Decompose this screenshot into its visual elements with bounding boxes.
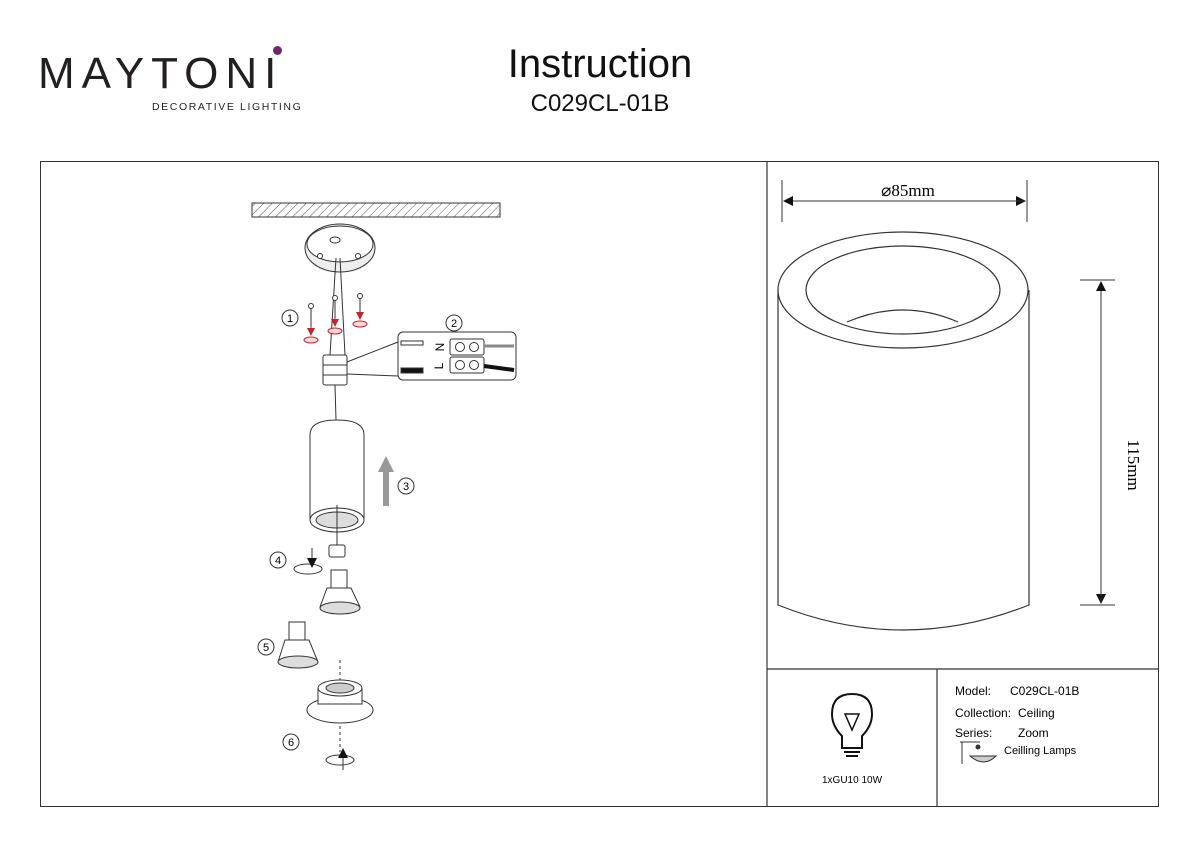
step-6-number: 6	[288, 737, 294, 749]
collection-label: Collection:	[955, 706, 1011, 720]
series-value: Zoom	[1018, 726, 1049, 740]
model-value: C029CL-01B	[1010, 684, 1079, 698]
socket-and-bulb	[293, 548, 361, 615]
light-bulb-icon	[830, 692, 874, 757]
wiring-l-label: L	[432, 362, 446, 369]
step-markers	[257, 309, 463, 751]
bulb-insert	[277, 621, 319, 669]
series-label: Series:	[955, 726, 992, 740]
instruction-frame	[40, 161, 1159, 807]
screws-and-dowels	[303, 293, 368, 344]
brand-tagline: DECORATIVE LIGHTING	[152, 101, 303, 113]
height-label: 115mm	[1124, 439, 1143, 490]
page-model: C029CL-01B	[530, 90, 670, 117]
ceiling-lamp-icon	[960, 741, 998, 764]
wiring-detail	[397, 331, 517, 381]
step-1-number: 1	[287, 313, 293, 325]
diameter-label: ⌀85mm	[881, 181, 935, 200]
bezel-ring	[306, 660, 374, 770]
step-5-number: 5	[263, 642, 269, 654]
step-2-number: 2	[451, 318, 457, 330]
step-3-number: 3	[403, 481, 409, 493]
category-label: Ceilling Lamps	[1004, 745, 1077, 757]
frame-dividers	[766, 161, 1159, 807]
page-title: Instruction	[507, 42, 693, 86]
wiring-n-label: N	[433, 343, 447, 352]
terminal-block	[322, 341, 399, 421]
model-label: Model:	[955, 684, 991, 698]
diameter-dimension	[781, 180, 1028, 222]
mounting-plate	[304, 223, 376, 356]
lamp-body	[309, 419, 365, 558]
bulb-spec: 1xGU10 10W	[822, 775, 883, 786]
collection-value: Ceiling	[1018, 706, 1055, 720]
height-dimension	[1080, 279, 1115, 606]
ceiling-hatch	[251, 202, 501, 218]
brand-logo-dot	[273, 46, 282, 55]
push-up-arrow	[378, 456, 394, 506]
step-4-number: 4	[275, 555, 281, 567]
product-cylinder	[777, 231, 1030, 631]
brand-logo: MAYTONI	[38, 49, 284, 98]
